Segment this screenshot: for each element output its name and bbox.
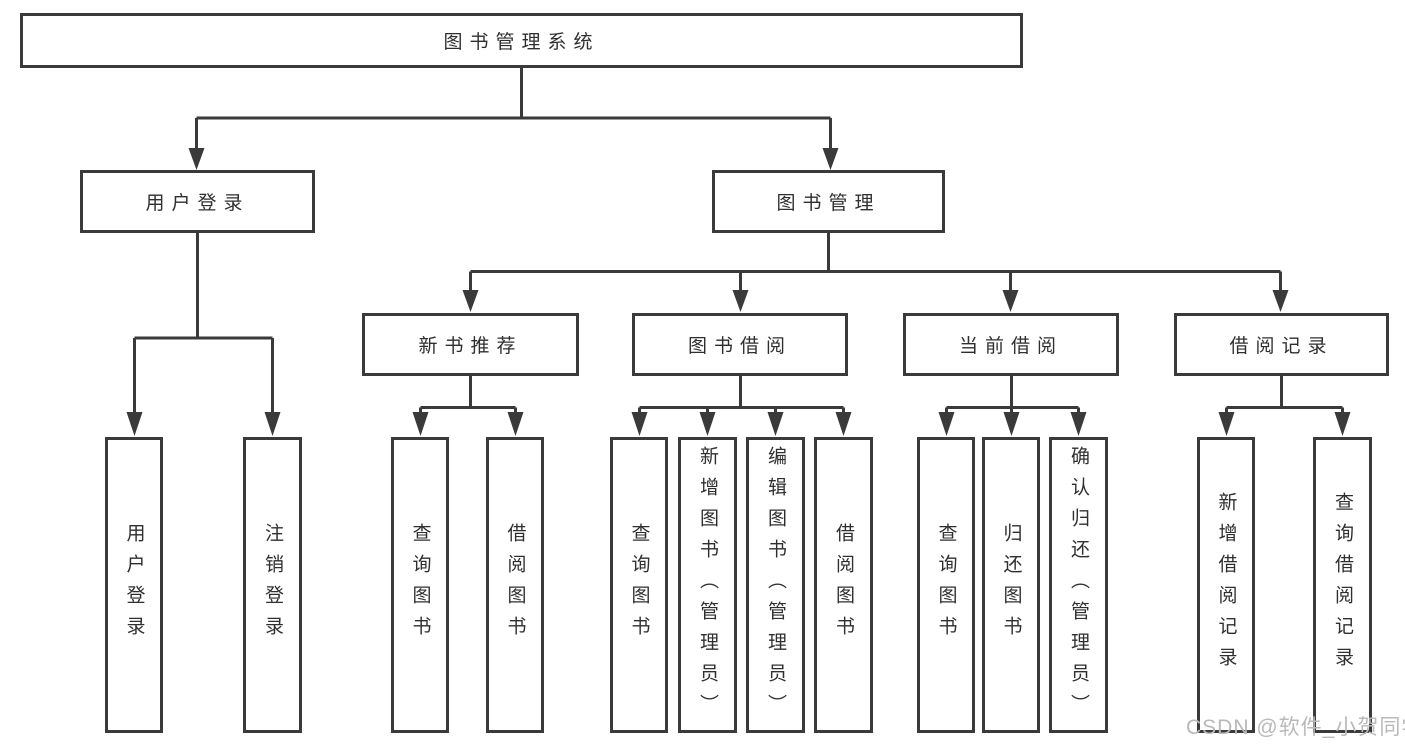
leaf-user-login: 用户登录 bbox=[105, 437, 163, 733]
leaf-label: 查询图书 bbox=[935, 523, 957, 647]
connector-lines bbox=[133, 65, 1344, 416]
leaf-confirm-return-admin: 确认归还（管理员） bbox=[1049, 437, 1108, 733]
leaf-logout: 注销登录 bbox=[243, 437, 302, 733]
arrowheads bbox=[126, 148, 1351, 436]
leaf-label: 编辑图书（管理员） bbox=[765, 445, 786, 725]
node-user-login-module: 用户登录 bbox=[80, 170, 315, 233]
leaf-borrow-books-recommend: 借阅图书 bbox=[486, 437, 544, 733]
leaf-query-borrow-record: 查询借阅记录 bbox=[1313, 437, 1372, 733]
node-new-book-recommendation: 新书推荐 bbox=[362, 313, 579, 376]
leaf-query-books-current: 查询图书 bbox=[917, 437, 975, 733]
leaf-query-books-borrowing: 查询图书 bbox=[610, 437, 668, 733]
csdn-watermark: CSDN @软件_小贺同学 bbox=[1186, 716, 1405, 739]
leaf-label: 用户登录 bbox=[123, 523, 145, 647]
node-current-borrowing: 当前借阅 bbox=[903, 313, 1119, 376]
leaf-add-books-admin: 新增图书（管理员） bbox=[678, 437, 737, 733]
leaf-edit-books-admin: 编辑图书（管理员） bbox=[746, 437, 805, 733]
leaf-label: 确认归还（管理员） bbox=[1068, 445, 1089, 725]
leaf-borrow-books-borrowing: 借阅图书 bbox=[814, 437, 873, 733]
node-library-management-system: 图书管理系统 bbox=[20, 13, 1023, 68]
node-book-management: 图书管理 bbox=[712, 170, 945, 233]
leaf-label: 查询借阅记录 bbox=[1332, 492, 1353, 678]
leaf-label: 查询图书 bbox=[409, 523, 431, 647]
leaf-query-books-recommend: 查询图书 bbox=[391, 437, 449, 733]
node-borrowing-records: 借阅记录 bbox=[1174, 313, 1389, 376]
leaf-label: 注销登录 bbox=[262, 523, 283, 647]
leaf-label: 新增图书（管理员） bbox=[697, 445, 718, 725]
node-book-borrowing: 图书借阅 bbox=[632, 313, 848, 376]
leaf-return-books: 归还图书 bbox=[982, 437, 1040, 733]
leaf-add-borrow-record: 新增借阅记录 bbox=[1197, 437, 1255, 733]
leaf-label: 借阅图书 bbox=[833, 523, 854, 647]
leaf-label: 查询图书 bbox=[628, 523, 650, 647]
leaf-label: 归还图书 bbox=[1000, 523, 1022, 647]
leaf-label: 借阅图书 bbox=[504, 523, 526, 647]
leaf-label: 新增借阅记录 bbox=[1215, 492, 1237, 678]
